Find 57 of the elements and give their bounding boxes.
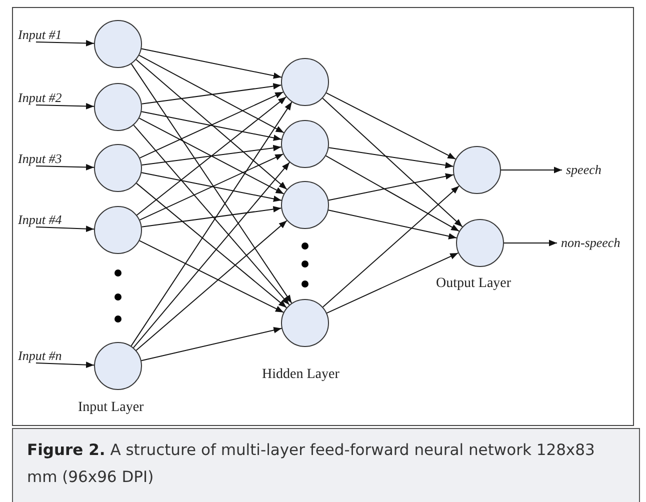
arrow bbox=[322, 98, 463, 228]
arrow bbox=[136, 96, 287, 216]
neuron-circle bbox=[456, 219, 504, 267]
arrow bbox=[504, 240, 558, 246]
arrow bbox=[36, 164, 94, 170]
arrow bbox=[36, 40, 94, 46]
arrow bbox=[136, 59, 288, 190]
neuron-circle bbox=[281, 120, 329, 168]
arrow bbox=[36, 362, 95, 368]
arrow bbox=[328, 147, 454, 168]
input-output-label: Input #n bbox=[18, 348, 62, 363]
arrow bbox=[326, 92, 456, 160]
arrow bbox=[139, 92, 284, 158]
arrow bbox=[325, 155, 460, 232]
input-output-label: Input #2 bbox=[18, 90, 62, 105]
layer-label: Hidden Layer bbox=[262, 367, 340, 383]
neuron-circle bbox=[453, 146, 501, 194]
arrow bbox=[326, 252, 459, 314]
arrow bbox=[130, 102, 292, 346]
arrow bbox=[141, 48, 282, 79]
arrow bbox=[36, 103, 94, 110]
arrow bbox=[130, 63, 292, 304]
arrow bbox=[141, 111, 282, 141]
arrow bbox=[328, 210, 458, 240]
neuron-circle bbox=[94, 20, 142, 68]
neuron-circle bbox=[94, 144, 142, 192]
arrow bbox=[328, 173, 454, 201]
arrow bbox=[322, 185, 460, 308]
neuron-circle bbox=[94, 206, 142, 254]
arrow bbox=[138, 54, 284, 134]
input-output-label: Input #3 bbox=[18, 151, 62, 166]
arrow bbox=[133, 124, 290, 306]
neuron-circle bbox=[94, 342, 142, 390]
arrow bbox=[36, 226, 95, 232]
neuron-circle bbox=[94, 83, 142, 131]
neuron-circle bbox=[281, 58, 329, 106]
arrow bbox=[141, 172, 282, 202]
input-output-label: Input #4 bbox=[18, 212, 62, 227]
neuron-circle bbox=[281, 299, 329, 347]
arrow bbox=[141, 206, 282, 228]
input-output-label: Input #1 bbox=[18, 27, 62, 42]
arrow bbox=[141, 144, 282, 166]
arrow bbox=[139, 154, 284, 220]
arrow bbox=[138, 118, 284, 194]
arrow bbox=[141, 83, 282, 104]
arrow bbox=[132, 162, 290, 348]
input-output-label: speech bbox=[566, 162, 602, 177]
arrow bbox=[139, 240, 284, 313]
arrow bbox=[500, 166, 562, 174]
layer-label: Input Layer bbox=[78, 400, 144, 416]
figure-caption: Figure 2. A structure of multi-layer feed-forward neural network 128x83 mm (96x96 DPI) bbox=[12, 428, 640, 502]
arrow bbox=[136, 220, 288, 351]
neuron-circle bbox=[281, 181, 329, 229]
arrow bbox=[136, 182, 288, 308]
input-output-label: non-speech bbox=[561, 235, 620, 250]
layer-label: Output Layer bbox=[436, 276, 512, 292]
arrow bbox=[140, 327, 282, 362]
